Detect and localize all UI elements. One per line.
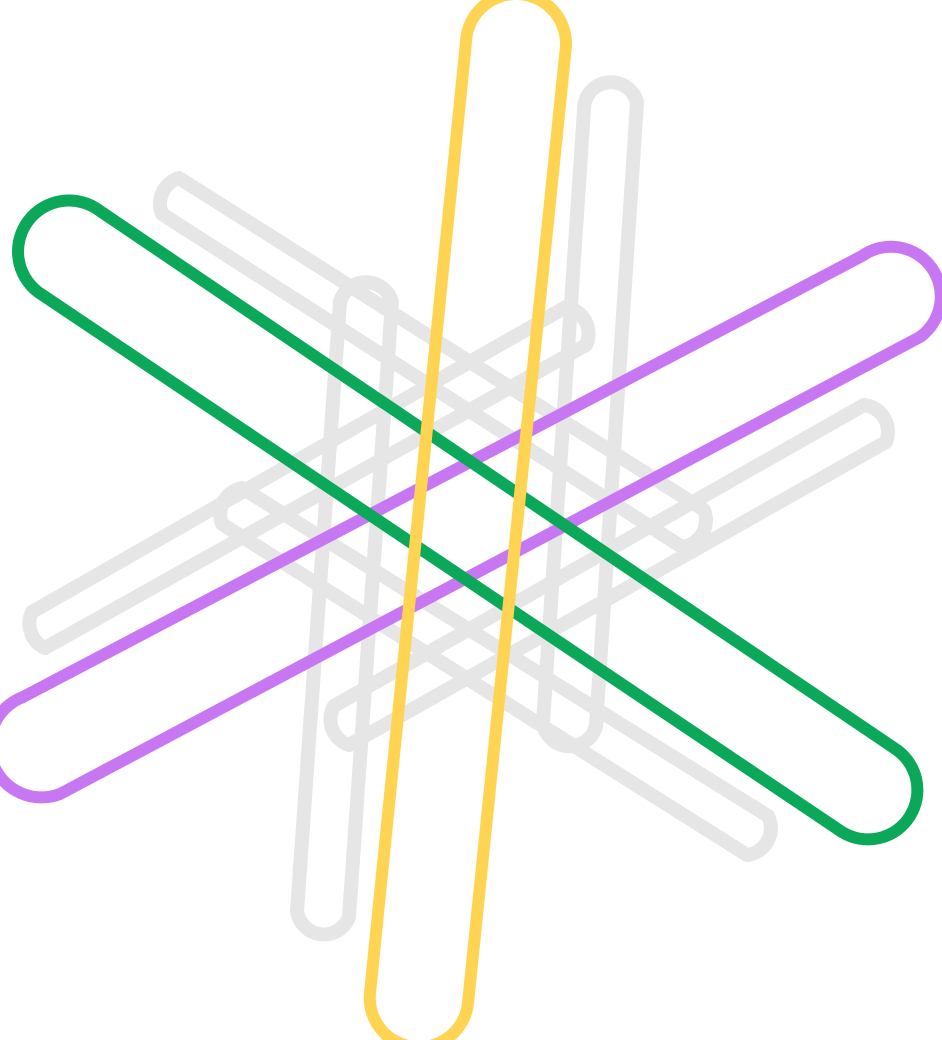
gray-capsules <box>22 75 895 942</box>
purple-capsule <box>0 240 942 804</box>
green-capsule <box>12 194 924 846</box>
gray-capsule-rising-right <box>323 398 895 752</box>
yellow-capsule <box>363 0 573 1040</box>
gray-capsule-rising-left <box>22 300 596 655</box>
